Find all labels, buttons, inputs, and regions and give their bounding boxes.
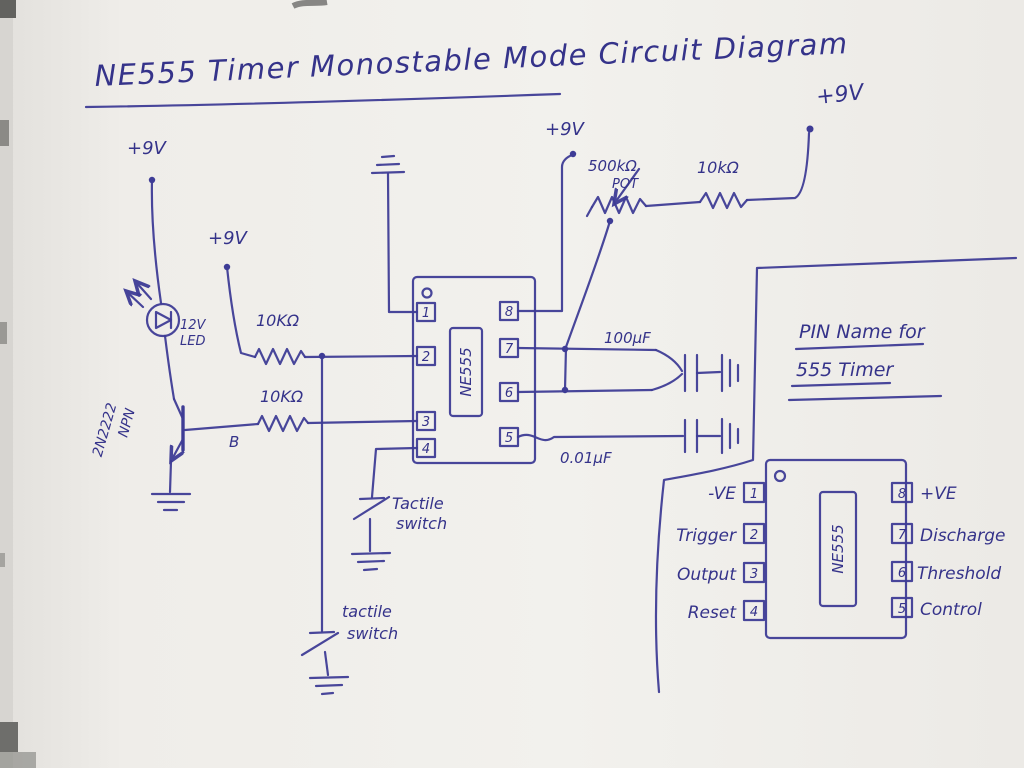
led-label-line2: LED [180, 334, 205, 349]
series-resistor-label: 10kΩ [697, 158, 740, 177]
wire-pin8-vcc [516, 153, 574, 313]
ic-pin1-marker-dot [421, 287, 433, 299]
pin-table-ic-name: NE555 [829, 524, 847, 573]
ic-pin-number: 1 [422, 306, 430, 321]
pin-table-pin-number: 1 [750, 487, 758, 502]
emitter-arrow [171, 437, 183, 461]
pot-name-label: POT [612, 177, 639, 192]
base-resistor-label: 10KΩ [260, 387, 304, 406]
ic-label-box [818, 490, 858, 608]
trigger-switch-label-line2: switch [347, 624, 398, 643]
pin-table-pin-number: 3 [750, 567, 758, 582]
reset-switch-label-line1: Tactile [392, 494, 444, 513]
circuit-text: NE555 Timer Monostable Mode Circuit Diag… [90, 26, 1006, 643]
pin-table-underline [794, 342, 925, 351]
ic-pin-number: 4 [422, 442, 430, 457]
ic-pin1-marker-dot [773, 469, 787, 483]
pin-name-ve-neg: -VE [708, 484, 736, 504]
potentiometer-symbol [585, 167, 648, 218]
pin-table-pin-number: 7 [898, 528, 907, 543]
vcc-label-ic: +9V [545, 119, 586, 140]
pin-name-threshold: Threshold [917, 564, 1001, 584]
wire-pin4-switch [370, 446, 419, 499]
title-underline [84, 92, 562, 109]
circuit-linework [84, 92, 1018, 696]
pin-table-pin-number: 8 [898, 487, 906, 502]
pin-table-title-line2: 555 Timer [796, 359, 894, 381]
junction-dot [806, 125, 814, 133]
pin-table-pin-number: 4 [750, 605, 758, 620]
tactile-switch-reset [352, 495, 391, 553]
cut-off-writing-mark [291, 0, 328, 9]
wire-resistor-to-vcc [745, 131, 811, 202]
trigger-resistor-label: 10KΩ [256, 311, 300, 330]
led-label-line1: 12V [180, 318, 207, 333]
vcc-label-mid: +9V [208, 228, 249, 249]
pin-name-discharge: Discharge [920, 526, 1005, 546]
control-cap-label: 0.01μF [560, 449, 612, 467]
reset-switch-label-line2: switch [396, 514, 447, 533]
resistor-series [698, 191, 749, 210]
wire-led-to-collector [163, 334, 176, 401]
trigger-switch-label-line1: tactile [342, 602, 392, 621]
wire-pin1-ground [386, 172, 419, 314]
vcc-label-right: +9V [815, 80, 867, 110]
wire-wiper-to-pin67 [563, 219, 612, 392]
pin-table-ic-body [742, 458, 914, 640]
pot-value-label: 500kΩ [588, 157, 637, 175]
led-emission-arrow [135, 281, 153, 301]
pin-table-title-line1: PIN Name for [799, 321, 926, 343]
resistor-base [256, 414, 310, 433]
wire-pin5 [516, 433, 685, 442]
pin-name-reset: Reset [688, 603, 738, 623]
wire-vcc-to-led [150, 178, 163, 305]
capacitor-control [683, 418, 722, 454]
timing-cap-label: 100μF [604, 329, 651, 347]
ic-name-label: NE555 [457, 347, 475, 396]
vcc-label-left: +9V [127, 138, 168, 159]
pin-table-pin-number: 6 [898, 566, 906, 581]
ic-pin-number: 3 [422, 415, 430, 430]
ground-symbol-pin1 [370, 154, 406, 175]
wire-pin7 [516, 346, 658, 352]
led-emission-arrow [126, 291, 145, 309]
ground-symbol-control-cap [720, 417, 740, 455]
capacitor-timing [650, 348, 722, 393]
transistor-symbol [168, 397, 260, 494]
ic-pin-number: 5 [505, 431, 513, 446]
pin-name-output: Output [677, 565, 737, 585]
pin-table-underline [787, 394, 943, 402]
led-symbol [126, 281, 181, 338]
pin-table-pin-number: 5 [898, 602, 906, 617]
ic-pin-number: 6 [505, 386, 513, 401]
tactile-switch-trigger [300, 630, 340, 677]
wire-vcc-to-r-trigger [225, 265, 257, 359]
ic-pin-number: 7 [505, 342, 514, 357]
pin-name-trigger: Trigger [676, 526, 737, 546]
base-terminal-label: B [229, 433, 239, 451]
wire-to-pin3 [306, 419, 419, 425]
ic-label-box [448, 326, 484, 418]
pin-table-boundary [654, 256, 1018, 694]
ground-symbol-trigger-switch [308, 675, 350, 696]
wire-base [183, 422, 260, 432]
pot-wiper-arrow [614, 167, 641, 204]
junction-dot [569, 150, 577, 158]
ground-symbol-reset-switch [350, 551, 392, 572]
pin-name-ve-pos: +VE [920, 484, 957, 504]
wire-pot-to-resistor [644, 200, 702, 208]
transistor-type-label: NPN [115, 406, 139, 439]
resistor-trigger [253, 347, 307, 366]
wire-pin6 [516, 388, 654, 394]
ground-symbol-emitter [150, 492, 192, 512]
ic-pin-number: 8 [505, 305, 513, 320]
pin-name-control: Control [920, 600, 982, 620]
page-edge-marks [0, 0, 328, 768]
pin-table-underline [790, 381, 892, 388]
ground-symbol-timing-cap [720, 353, 740, 393]
pin-table-pin-number: 2 [750, 528, 758, 543]
ic-pin-number: 2 [422, 350, 430, 365]
